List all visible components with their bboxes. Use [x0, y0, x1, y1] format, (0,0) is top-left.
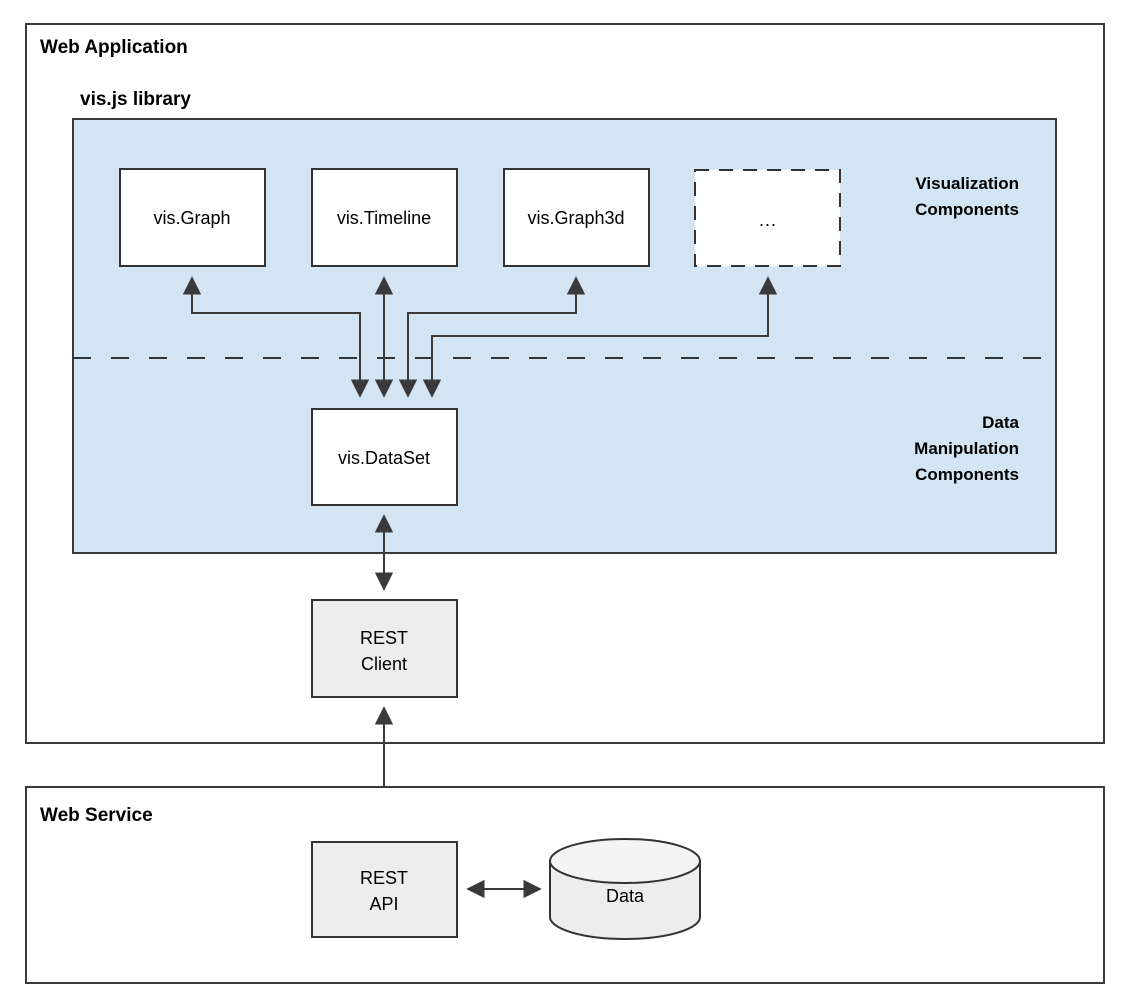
- visualization-components-line-2: Components: [915, 200, 1019, 219]
- data-store-node[interactable]: Data: [549, 838, 701, 940]
- rest-api-box[interactable]: [311, 841, 458, 938]
- data-manipulation-line-1: Data: [982, 413, 1019, 432]
- connector-group-components-dataset: [182, 276, 778, 398]
- rest-api-label-line-2: API: [369, 894, 398, 914]
- more-components-box[interactable]: [694, 169, 841, 267]
- visualization-components-label: Visualization Components: [915, 174, 1019, 219]
- more-components-node[interactable]: ...: [694, 169, 841, 267]
- web-service-title: Web Service: [40, 805, 153, 826]
- visjs-library-title: vis.js library: [80, 89, 191, 110]
- vis-graph3d-box[interactable]: [503, 168, 650, 267]
- data-store-label: Data: [606, 886, 645, 906]
- vis-dataset-label: vis.DataSet: [338, 448, 430, 468]
- visualization-components-line-1: Visualization: [915, 174, 1019, 193]
- vis-graph3d-node[interactable]: vis.Graph3d: [503, 168, 650, 267]
- vis-timeline-box[interactable]: [311, 168, 458, 267]
- visjs-library-panel: vis.js library Visualization Components …: [72, 89, 1057, 554]
- rest-api-label-line-1: REST: [360, 868, 408, 888]
- data-store-cylinder-top: [549, 838, 701, 884]
- data-manipulation-line-2: Manipulation: [914, 439, 1019, 458]
- connector-vis-graph-dataset: [182, 276, 370, 398]
- vis-dataset-box[interactable]: [311, 408, 458, 506]
- vis-graph3d-label: vis.Graph3d: [527, 208, 624, 228]
- connector-more-components-dataset: [422, 276, 778, 398]
- vis-graph-label: vis.Graph: [153, 208, 230, 228]
- vis-graph-node[interactable]: vis.Graph: [119, 168, 266, 267]
- rest-client-label-line-2: Client: [361, 654, 407, 674]
- rest-client-label-line-1: REST: [360, 628, 408, 648]
- data-manipulation-components-label: Data Manipulation Components: [914, 413, 1019, 484]
- vis-timeline-label: vis.Timeline: [337, 208, 431, 228]
- rest-client-box[interactable]: [311, 599, 458, 698]
- more-components-label: ...: [759, 210, 777, 230]
- rest-client-node[interactable]: REST Client: [311, 599, 458, 698]
- data-manipulation-line-3: Components: [915, 465, 1019, 484]
- vis-dataset-node[interactable]: vis.DataSet: [311, 408, 458, 506]
- web-application-title: Web Application: [40, 37, 188, 58]
- rest-api-node[interactable]: REST API: [311, 841, 458, 938]
- vis-graph-box[interactable]: [119, 168, 266, 267]
- vis-timeline-node[interactable]: vis.Timeline: [311, 168, 458, 267]
